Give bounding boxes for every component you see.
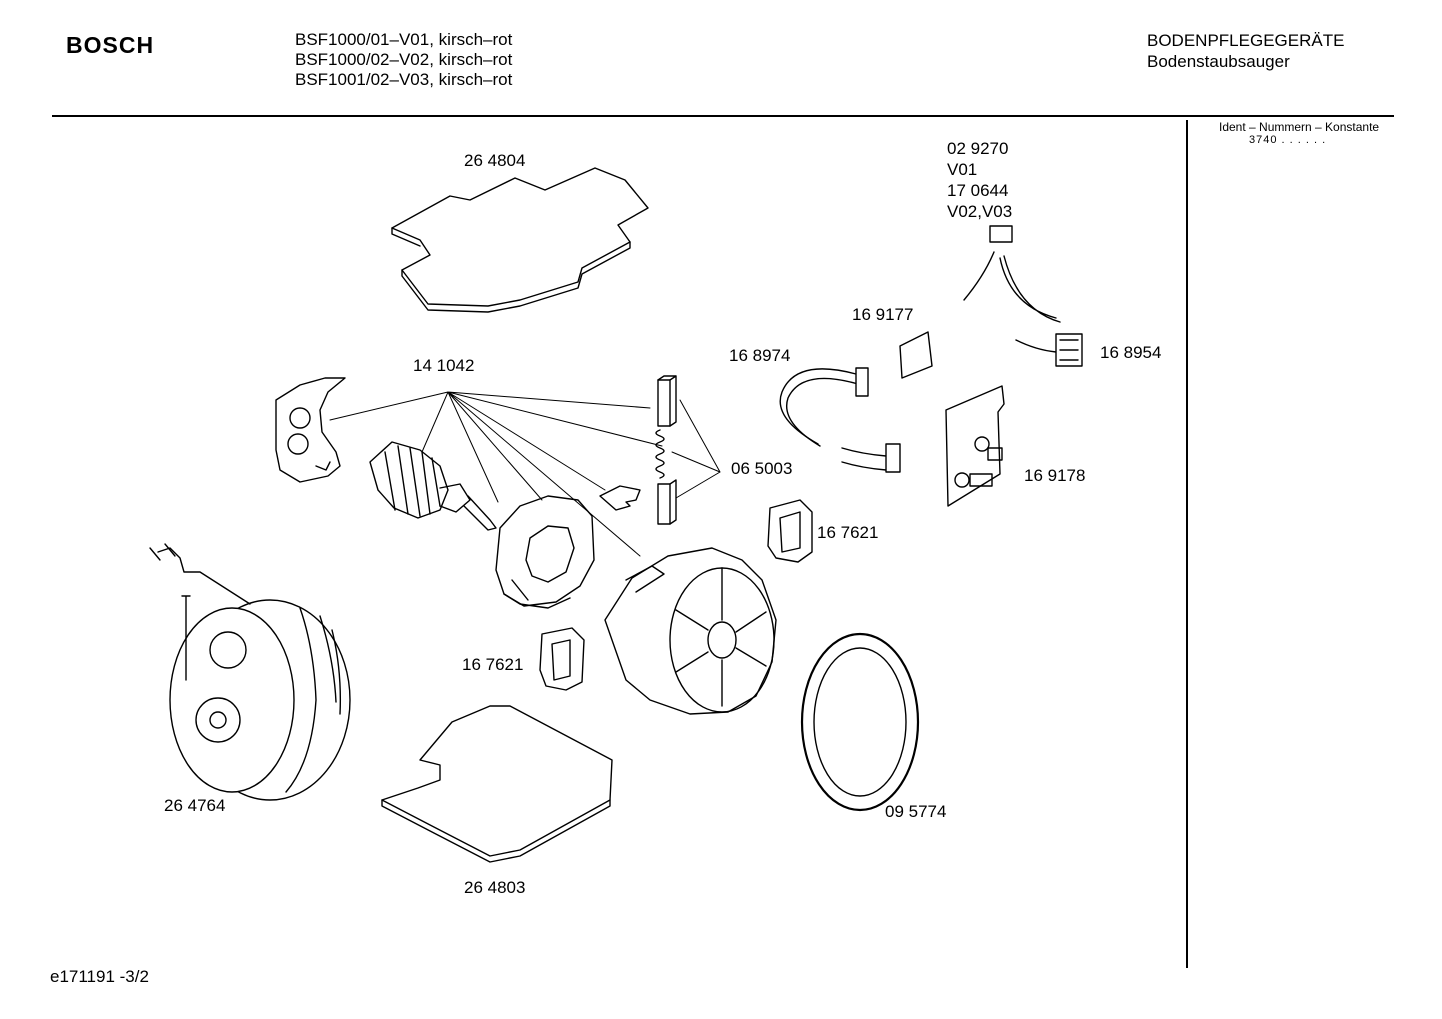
ribbon-cable	[779, 367, 901, 473]
small-board	[899, 331, 933, 379]
field-housing	[495, 495, 595, 609]
model-line: BSF1001/02–V03, kirsch–rot	[295, 70, 513, 89]
part-label-168974: 16 8974	[729, 346, 791, 365]
brush-clip	[599, 485, 641, 511]
part-label-141042: 14 1042	[413, 356, 475, 375]
category-block: BODENPFLEGEGERÄTE Bodenstaubsauger	[1147, 30, 1344, 72]
brand-logo: BOSCH	[66, 32, 155, 58]
part-label-264803: 26 4803	[464, 878, 526, 897]
part-label-264804: 26 4804	[464, 151, 526, 170]
motor-end-cap	[275, 377, 346, 483]
header-rule	[52, 115, 1394, 117]
part-label-168954: 16 8954	[1100, 343, 1162, 362]
part-label-065003: 06 5003	[731, 459, 793, 478]
part-label-095774: 09 5774	[885, 802, 947, 821]
variant-label-v01: V01	[947, 160, 978, 179]
part-label-264764: 26 4764	[164, 796, 226, 815]
base-plate	[381, 705, 613, 863]
damper-ring	[800, 632, 920, 812]
model-line: BSF1000/02–V02, kirsch–rot	[295, 50, 513, 69]
model-list: BSF1000/01–V01, kirsch–rot BSF1000/02–V0…	[295, 30, 512, 90]
cover-plate-top	[391, 167, 649, 313]
leader-lines-065003	[671, 399, 721, 499]
part-label-167621-upper: 16 7621	[817, 523, 879, 542]
circuit-board	[945, 385, 1005, 507]
cord-reel	[149, 543, 351, 801]
variant-label-v02-v03: V02,V03	[947, 202, 1013, 221]
category-title: BODENPFLEGEGERÄTE	[1147, 31, 1345, 50]
exploded-view-diagram	[149, 167, 1083, 863]
category-subtitle: Bodenstaubsauger	[1147, 52, 1290, 71]
model-line: BSF1000/01–V01, kirsch–rot	[295, 30, 513, 49]
leader-lines-141042	[329, 391, 663, 557]
ident-value: 3740 . . . . . .	[1249, 134, 1327, 146]
armature	[369, 441, 497, 531]
motor-unit	[604, 547, 777, 715]
side-rule	[1186, 120, 1188, 968]
part-label-169177: 16 9177	[852, 305, 914, 324]
bracket-lower	[539, 627, 585, 691]
bracket-upper	[767, 499, 813, 563]
part-label-170644: 17 0644	[947, 181, 1009, 200]
switch-assembly	[963, 225, 1061, 323]
ident-heading: Ident – Nummern – Konstante	[1219, 120, 1380, 134]
brush-holder	[657, 375, 677, 525]
wiring-connector	[1015, 333, 1083, 367]
document-code: e171191 -3/2	[50, 967, 149, 986]
part-label-169178: 16 9178	[1024, 466, 1086, 485]
brush-spring	[655, 429, 665, 479]
part-label-167621-lower: 16 7621	[462, 655, 524, 674]
part-label-029270: 02 9270	[947, 139, 1009, 158]
